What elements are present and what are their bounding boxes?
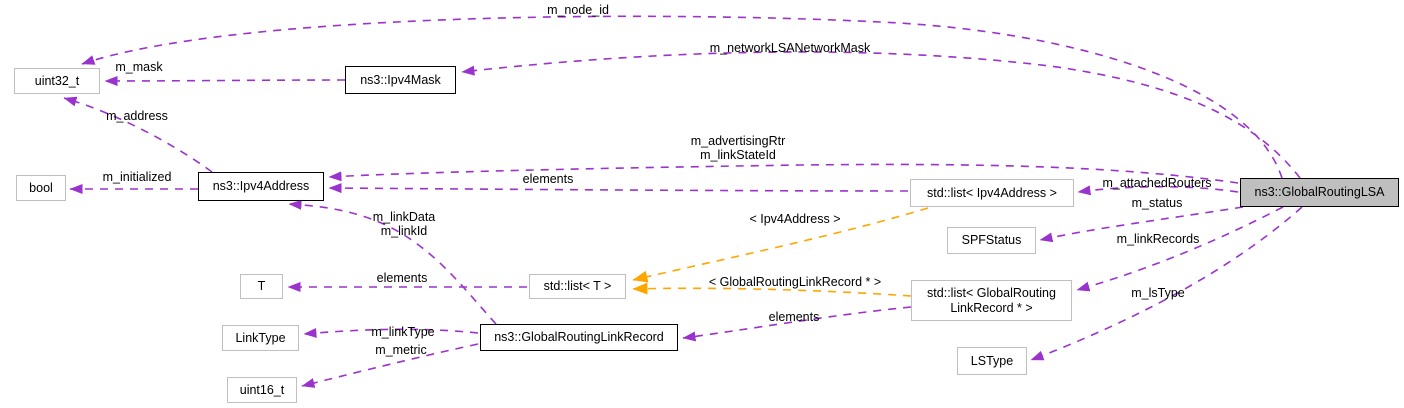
- edge-label-m-linkType: m_linkType: [371, 325, 435, 339]
- node-uint32-t: uint32_t: [14, 68, 100, 94]
- edge-elements-ipv4: [328, 183, 909, 194]
- edge-m-status: [1039, 206, 1244, 243]
- edge-label-m-node-id: m_node_id: [547, 3, 609, 17]
- edge-label-m-address: m_address: [106, 109, 168, 123]
- edge-elements-grlr: [682, 306, 912, 342]
- node-spfstatus: SPFStatus: [947, 227, 1036, 254]
- edge-m-attachedRouters: [1077, 185, 1239, 196]
- node-ns3-globalroutinglinkrecord[interactable]: ns3::GlobalRoutingLinkRecord: [480, 324, 678, 351]
- edge-label-m-metric: m_metric: [375, 343, 427, 357]
- edge-m-linkData-linkId: [288, 199, 497, 325]
- node-std-list-ipv4address: std::list< Ipv4Address >: [910, 179, 1074, 207]
- edge-label-m-status: m_status: [1131, 196, 1183, 210]
- edge-label-elements-ipv4: elements: [522, 172, 574, 186]
- edge-label-elements-t: elements: [376, 271, 428, 285]
- edge-m-mask: [104, 75, 346, 86]
- edge-m-address: [63, 96, 213, 173]
- node-ns3-ipv4address[interactable]: ns3::Ipv4Address: [198, 172, 324, 201]
- edge-m-linkRecords: [1076, 206, 1284, 292]
- node-bool: bool: [16, 175, 66, 201]
- edge-label-elements-grlr: elements: [768, 310, 820, 324]
- node-std-list-t: std::list< T >: [529, 274, 626, 299]
- node-t: T: [240, 274, 283, 299]
- edge-label-m-linkRecords: m_linkRecords: [1116, 232, 1200, 246]
- edge-m-advertisingRtr-linkStateId: [328, 163, 1239, 184]
- node-lstype: LSType: [957, 347, 1027, 375]
- edge-label-m-mask: m_mask: [115, 60, 163, 74]
- edge-template-grlr: [632, 282, 912, 297]
- edge-label-m-networkLSANetworkMask: m_networkLSANetworkMask: [709, 41, 871, 55]
- node-ns3-ipv4mask[interactable]: ns3::Ipv4Mask: [345, 66, 456, 94]
- edge-label-m-initialized: m_initialized: [102, 170, 172, 184]
- edge-label-m-advertisingRtr-linkStateId: m_advertisingRtr m_linkStateId: [690, 134, 786, 162]
- edge-m-node-id: [81, 15, 1283, 179]
- edge-m-linkType: [303, 327, 479, 338]
- edge-m-networkLSANetworkMask: [461, 51, 1301, 179]
- node-uint16-t: uint16_t: [227, 377, 297, 403]
- node-linktype: LinkType: [222, 325, 299, 351]
- edge-template-ipv4address: [632, 207, 929, 283]
- node-std-list-globalroutinglinkrecord: std::list< GlobalRouting LinkRecord * >: [911, 280, 1072, 321]
- edge-label-m-attachedRouters: m_attachedRouters: [1102, 176, 1212, 190]
- edge-m-lsType: [1030, 206, 1303, 361]
- edge-label-template-grlr: < GlobalRoutingLinkRecord * >: [708, 275, 882, 289]
- edge-label-template-ipv4address: < Ipv4Address >: [749, 212, 841, 226]
- edge-label-m-lsType: m_lsType: [1131, 286, 1185, 300]
- node-ns3-globalroutinglsa: ns3::GlobalRoutingLSA: [1240, 178, 1399, 207]
- edge-label-m-linkData-linkId: m_linkData m_linkId: [372, 210, 436, 238]
- edge-m-metric: [301, 343, 479, 388]
